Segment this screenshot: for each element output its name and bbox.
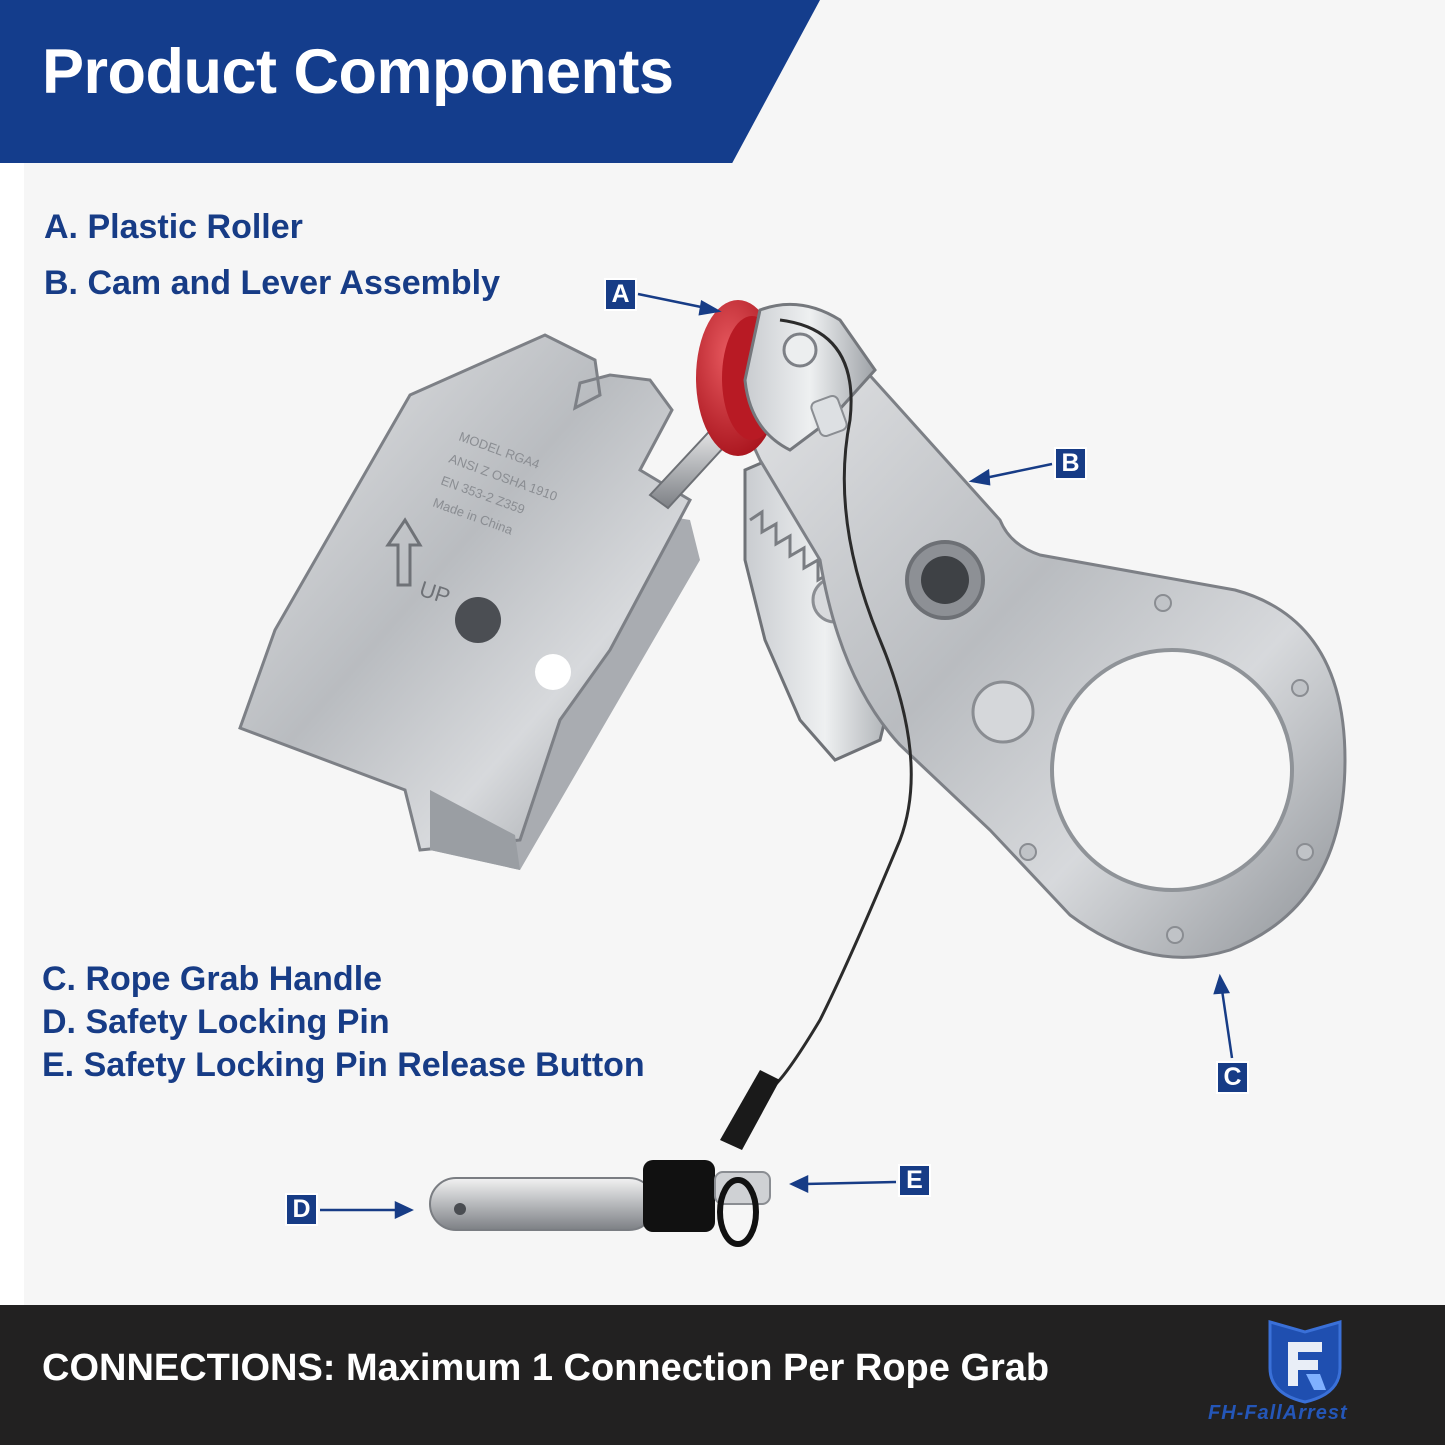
marker-d: D xyxy=(285,1193,318,1226)
roller-bracket xyxy=(743,302,877,452)
safety-locking-pin xyxy=(429,1070,780,1247)
component-label-e: E. Safety Locking Pin Release Button xyxy=(42,1046,645,1084)
left-margin-strip xyxy=(0,0,24,1305)
marker-e: E xyxy=(898,1164,931,1197)
brand-logo-text: FH-FallArrest xyxy=(1208,1402,1348,1424)
component-label-b: B. Cam and Lever Assembly xyxy=(44,264,501,302)
rope-grab-illustration: UP MODEL RGA4 ANSI Z OSHA 1910 EN 353-2 … xyxy=(238,292,1347,1247)
component-label-c: C. Rope Grab Handle xyxy=(42,960,383,998)
marker-b: B xyxy=(1054,447,1087,480)
page-title: Product Components xyxy=(42,37,674,107)
rope-grab-handle xyxy=(738,310,1347,959)
connections-note: CONNECTIONS: Maximum 1 Connection Per Ro… xyxy=(42,1347,1050,1389)
footer-bar xyxy=(0,1305,1445,1445)
pointer-arrows xyxy=(320,292,1234,1219)
brand-shield-icon xyxy=(1268,1320,1342,1404)
marker-c: C xyxy=(1216,1061,1249,1094)
component-label-a: A. Plastic Roller xyxy=(44,208,303,246)
title-banner xyxy=(0,0,820,163)
side-plate: UP MODEL RGA4 ANSI Z OSHA 1910 EN 353-2 … xyxy=(238,333,692,870)
component-label-d: D. Safety Locking Pin xyxy=(42,1003,390,1041)
marker-a: A xyxy=(604,278,637,311)
